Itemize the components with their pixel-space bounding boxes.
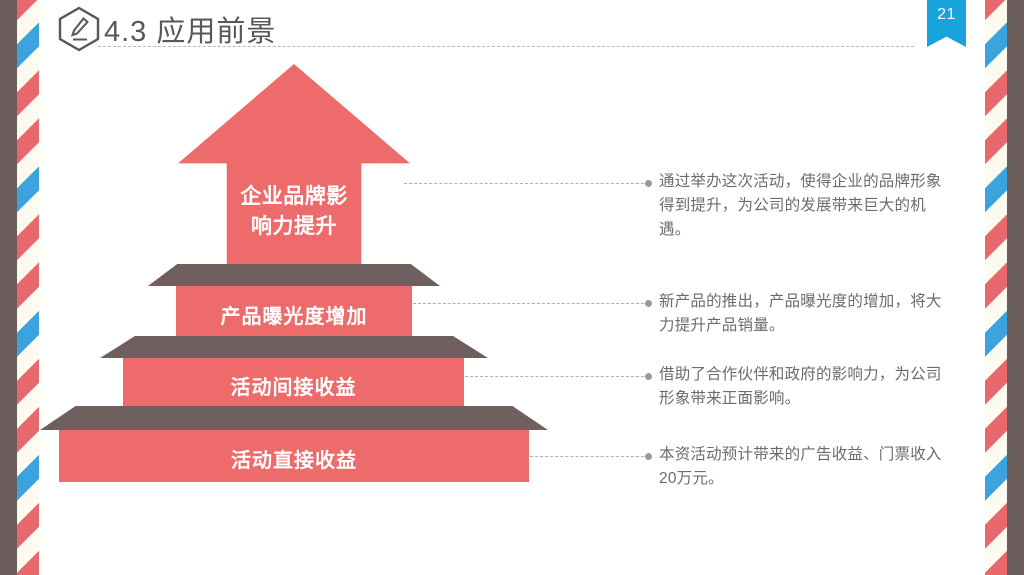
pyramid-tier-3-cap: [100, 336, 488, 358]
page-number: 21: [937, 6, 956, 23]
left-airmail-stripe: [17, 0, 39, 575]
pyramid-tier-1-label-line-2: 响力提升: [251, 215, 337, 238]
connector-dot-3: [645, 373, 652, 380]
description-text-3: 借助了合作伙伴和政府的影响力，为公司形象带来正面影响。: [659, 366, 942, 407]
description-text-2: 新产品的推出，产品曝光度的增加，将大力提升产品销量。: [659, 293, 942, 334]
pyramid-tier-3-face[interactable]: [123, 358, 464, 408]
pyramid-tier-4-cap: [40, 406, 548, 430]
pyramid-tier-1-label-line-1: 企业品牌影: [240, 185, 348, 208]
pyramid-chart: 企业品牌影 响力提升 产品曝光度增加 活动间接收益 活动直接收益: [40, 64, 548, 482]
right-airmail-stripe: [985, 0, 1007, 575]
connector-dot-2: [645, 300, 652, 307]
left-dark-edge: [0, 0, 17, 575]
pyramid-tier-4-label: 活动直接收益: [231, 450, 357, 472]
hexagon-pencil-icon: [57, 6, 101, 52]
description-text-1: 通过举办这次活动，使得企业的品牌形象得到提升，为公司的发展带来巨大的机遇。: [659, 173, 942, 238]
pyramid-tier-2-label: 产品曝光度增加: [220, 306, 368, 328]
connector-dot-4: [645, 453, 652, 460]
connector-line-4: [530, 456, 644, 457]
connector-line-1: [404, 183, 644, 184]
pyramid-tier-2-face[interactable]: [176, 286, 412, 338]
right-dark-edge: [1007, 0, 1024, 575]
pyramid-tier-3-label: 活动间接收益: [230, 377, 357, 399]
description-text-4: 本资活动预计带来的广告收益、门票收入20万元。: [659, 446, 942, 487]
pyramid-tier-4-face[interactable]: [59, 430, 529, 482]
page-number-ribbon: 21: [927, 0, 966, 47]
pyramid-tier-1-label: 企业品牌影 响力提升: [200, 182, 388, 242]
page-title: 4.3 应用前景: [104, 16, 277, 48]
connector-dot-1: [645, 180, 652, 187]
title-divider: [98, 46, 914, 47]
connector-line-2: [413, 303, 644, 304]
connector-line-3: [465, 376, 644, 377]
pyramid-tier-2-cap: [148, 264, 440, 286]
